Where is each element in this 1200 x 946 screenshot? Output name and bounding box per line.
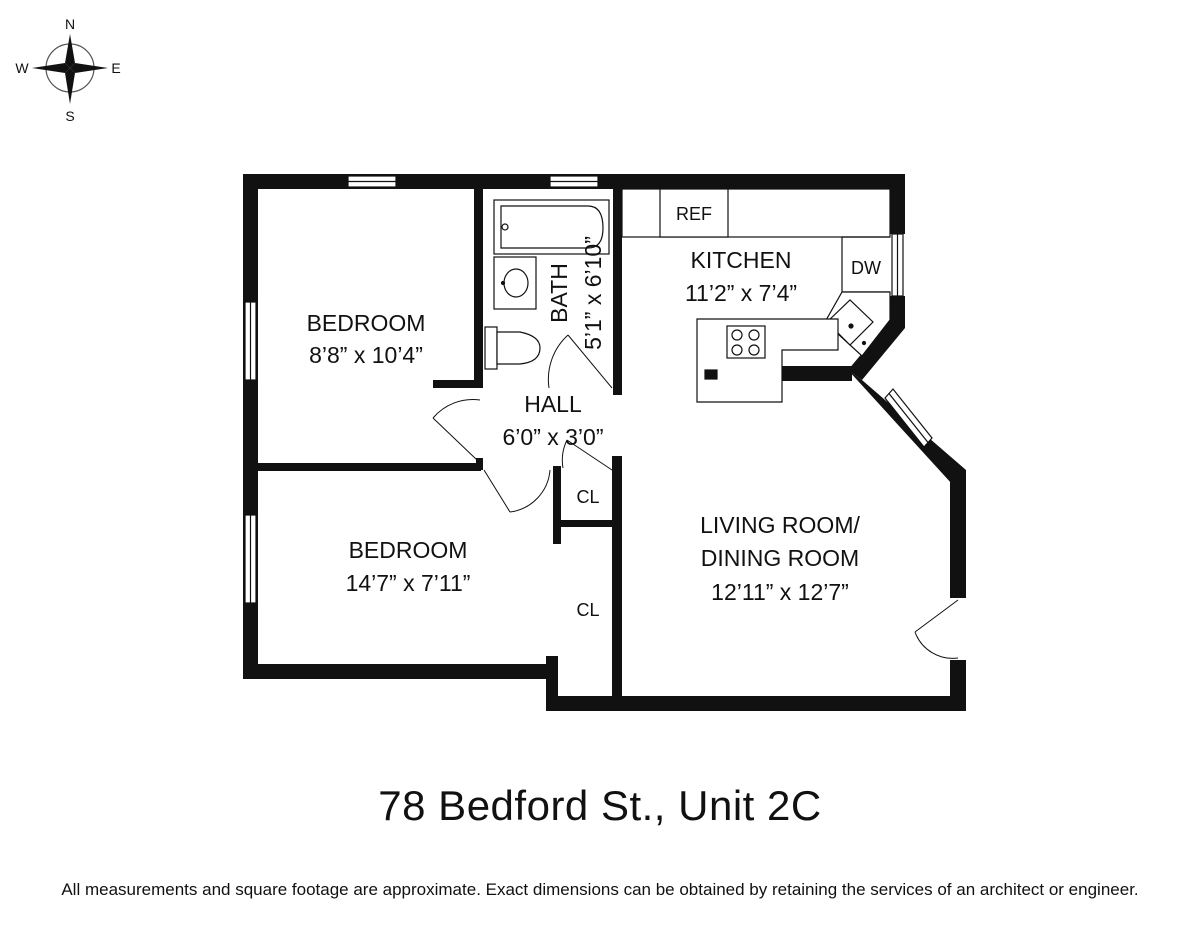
toilet-tank (484, 326, 498, 370)
living-dims: 12’11” x 12’7” (711, 579, 849, 605)
bath-name: BATH (546, 263, 572, 323)
compass-w: W (15, 60, 29, 76)
kitchen-sink (826, 299, 874, 346)
door-bath (547, 334, 613, 389)
address-title: 78 Bedford St., Unit 2C (378, 782, 822, 829)
interior-walls (258, 189, 852, 696)
oven-control (704, 369, 718, 380)
kitchen-peninsula (696, 318, 839, 403)
bath-dims: 5’1” x 6’10” (580, 236, 606, 350)
bath-fixtures (484, 199, 610, 370)
windows (244, 175, 933, 604)
kitchen-dims: 11’2” x 7’4” (685, 280, 797, 306)
toilet-bowl (496, 331, 541, 365)
compass-needle-east (70, 63, 108, 73)
compass-e: E (111, 60, 120, 76)
bathtub (493, 199, 610, 255)
door-bedroom1 (432, 399, 481, 461)
compass-needle-west (32, 63, 70, 73)
refrigerator (659, 188, 729, 238)
compass-s: S (65, 108, 74, 124)
hall-name: HALL (524, 391, 582, 417)
compass-needle-south (65, 68, 75, 104)
kitchen-fixtures (621, 188, 891, 403)
door-bedroom2 (483, 469, 551, 513)
compass-needle-north (65, 34, 75, 68)
bedroom1-dims: 8’8” x 10’4” (309, 342, 423, 368)
compass-n: N (65, 16, 75, 32)
kitchen-name: KITCHEN (691, 247, 792, 273)
room-labels: BEDROOM 8’8” x 10’4” BATH 5’1” x 6’10” K… (307, 204, 881, 620)
closet2-label: CL (576, 600, 599, 620)
compass: N S E W (15, 16, 120, 124)
living-name-line1: LIVING ROOM/ (700, 512, 860, 538)
closet1-label: CL (576, 487, 599, 507)
door-living-exterior (914, 599, 959, 659)
dw-label: DW (851, 258, 881, 278)
disclaimer-text: All measurements and square footage are … (61, 880, 1139, 899)
door-closet1 (561, 439, 613, 471)
living-name-line2: DINING ROOM (701, 545, 859, 571)
bedroom2-dims: 14’7” x 7’11” (346, 570, 471, 596)
ref-label: REF (676, 204, 712, 224)
bedroom2-name: BEDROOM (349, 537, 468, 563)
bedroom1-name: BEDROOM (307, 310, 426, 336)
doors (432, 334, 959, 659)
hall-dims: 6’0” x 3’0” (503, 424, 604, 450)
